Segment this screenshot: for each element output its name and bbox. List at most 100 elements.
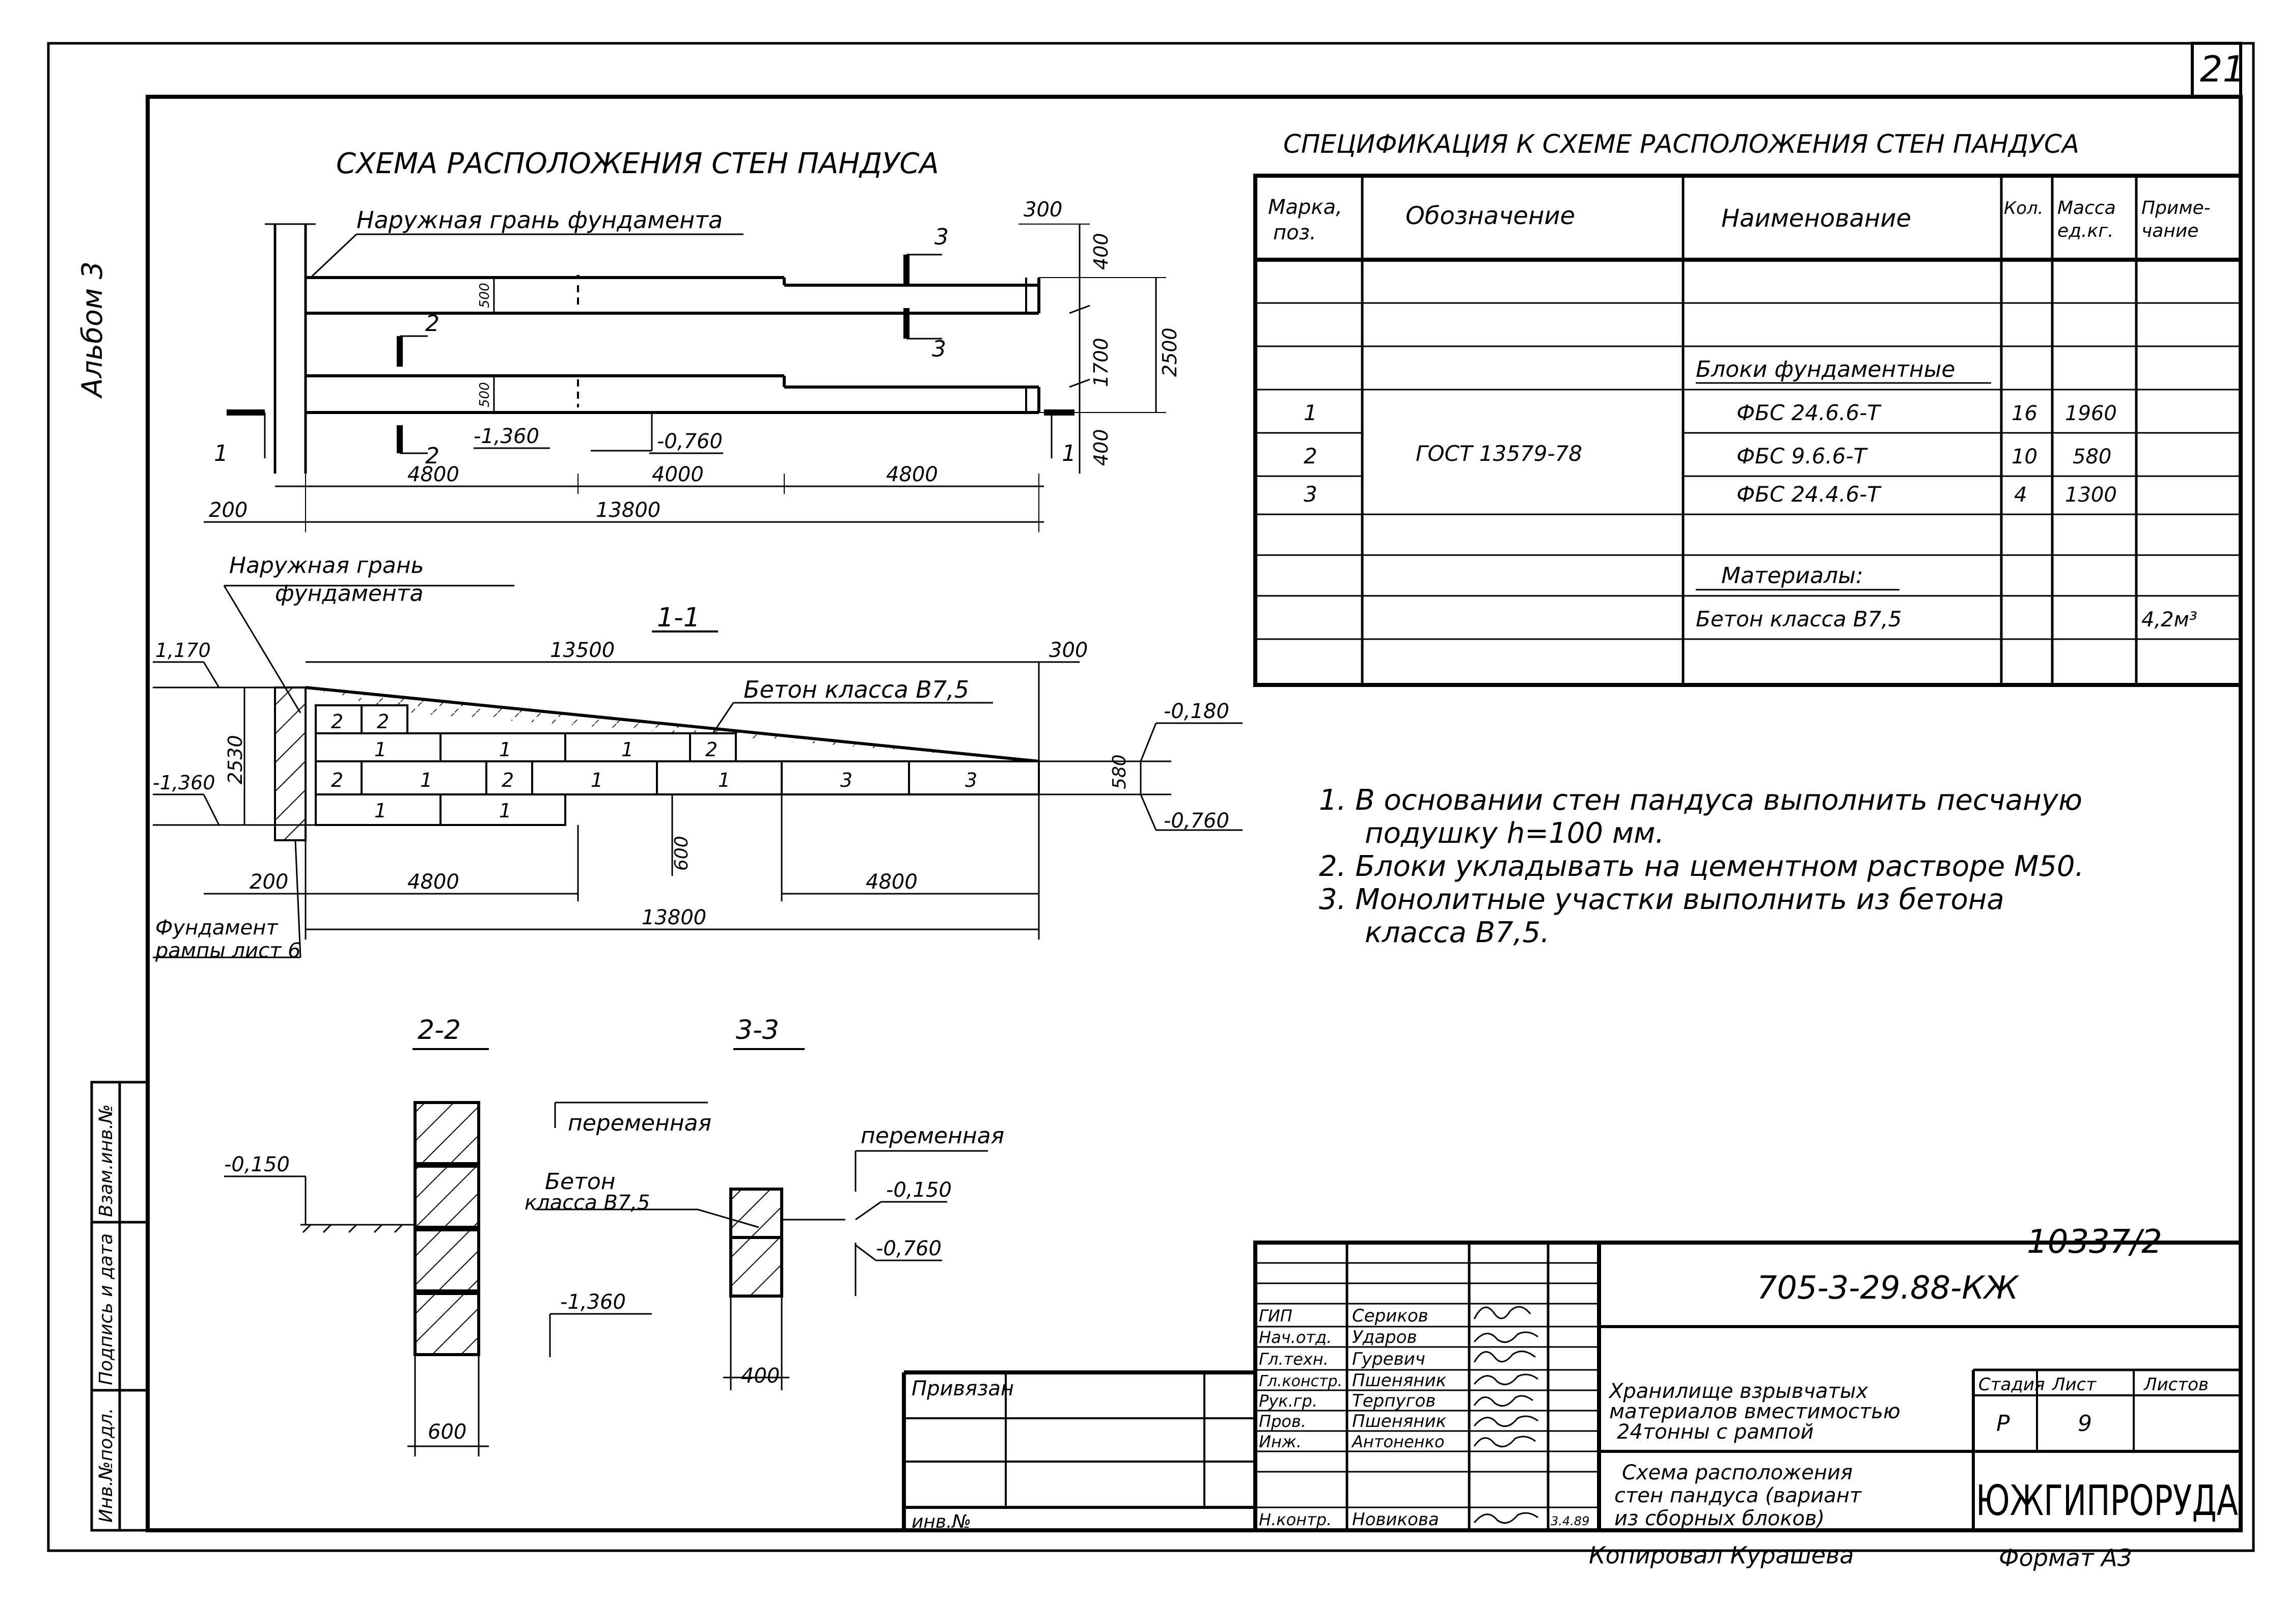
plan-level-1360: -1,360 xyxy=(474,425,539,448)
block-r2-2: 1 xyxy=(499,738,511,761)
note-line-4: 3. Монолитные участки выполнить из бетон… xyxy=(1319,883,2004,916)
plan-view xyxy=(204,223,1166,532)
spec-h-pos-1: Марка, xyxy=(1268,196,1342,219)
stamp-name-7: Антоненко xyxy=(1351,1432,1444,1451)
stamp-inv-no: инв.№ xyxy=(912,1511,971,1532)
spec-row2-mass: 580 xyxy=(2073,445,2111,469)
section-1-1-level-1170: 1,170 xyxy=(155,639,211,662)
section-3-3-level-top: -0,150 xyxy=(886,1178,952,1202)
stamp-role-4: Гл.констр. xyxy=(1259,1372,1342,1390)
stamp-stage-header: Стадия xyxy=(1978,1374,2045,1395)
stamp-name-1: Сериков xyxy=(1352,1306,1428,1326)
plan-seg-1: 4800 xyxy=(407,463,459,486)
plan-title: СХЕМА РАСПОЛОЖЕНИЯ СТЕН ПАНДУСА xyxy=(336,147,939,180)
plan-dim-2500: 2500 xyxy=(1159,327,1181,377)
section-1-1-seg-1: 4800 xyxy=(407,870,459,894)
section-2-2-width: 600 xyxy=(428,1420,466,1444)
block-r3-7: 3 xyxy=(965,769,977,791)
plan-cut-1-right: 1 xyxy=(1062,441,1076,466)
foundation-label-2: рампы лист 6 xyxy=(155,939,301,962)
section-1-1-level-0180: -0,180 xyxy=(1164,700,1229,723)
spec-row1-mass: 1960 xyxy=(2065,402,2117,425)
section-3-3-width: 400 xyxy=(741,1364,780,1388)
stamp-lists-header: Листов xyxy=(2143,1374,2209,1395)
note-line-5: класса В7,5. xyxy=(1365,916,1550,949)
stamp-project-3: 24тонны с рампой xyxy=(1617,1420,1814,1444)
spec-row1-pos: 1 xyxy=(1304,400,1317,425)
stamp-org: ЮЖГИПРОРУДА xyxy=(1976,1477,2238,1525)
section-1-1-outer-face-2: фундамента xyxy=(275,581,423,607)
block-r3-1: 2 xyxy=(331,769,343,791)
spec-table xyxy=(1253,174,2243,687)
note-line-3: 2. Блоки укладывать на цементном раствор… xyxy=(1319,850,2084,883)
section-1-1-level-0760: -0,760 xyxy=(1164,809,1229,833)
stamp-list: 9 xyxy=(2078,1411,2092,1437)
section-1-1-dim-580: 580 xyxy=(1109,754,1130,789)
plan-dim-500b: 500 xyxy=(477,382,492,407)
spec-concrete-note: 4,2м³ xyxy=(2141,608,2197,631)
spec-h-note-1: Приме- xyxy=(2141,198,2211,218)
album-label: Альбом 3 xyxy=(76,261,108,399)
title-block xyxy=(902,1241,2243,1532)
stamp-date: 3.4.89 xyxy=(1551,1514,1589,1528)
section-2-2 xyxy=(224,1048,708,1456)
stamp-role-1: ГИП xyxy=(1259,1306,1292,1326)
plan-dim-1700: 1700 xyxy=(1090,338,1112,387)
spec-h-qty: Кол. xyxy=(2004,198,2043,218)
stamp-role-6: Пров. xyxy=(1259,1412,1306,1431)
spec-row2-qty: 10 xyxy=(2012,445,2037,469)
section-2-2-level-bottom: -1,360 xyxy=(560,1290,626,1314)
plan-level-0760: -0,760 xyxy=(657,430,723,453)
stamp-name-8: Новикова xyxy=(1352,1509,1439,1530)
plan-outer-face-label: Наружная грань фундамента xyxy=(356,206,723,234)
stamp-project-1: Хранилище взрывчатых xyxy=(1608,1380,1868,1403)
spec-h-name: Наименование xyxy=(1721,204,1911,233)
spec-gost: ГОСТ 13579-78 xyxy=(1416,441,1582,466)
spec-title: СПЕЦИФИКАЦИЯ К СХЕМЕ РАСПОЛОЖЕНИЯ СТЕН П… xyxy=(1283,129,2079,159)
stamp-name-3: Гуревич xyxy=(1352,1349,1425,1369)
section-1-1-offset: 200 xyxy=(250,870,288,894)
spec-h-note-2: чание xyxy=(2141,221,2198,241)
plan-offset: 200 xyxy=(209,499,247,522)
block-r4-2: 1 xyxy=(499,800,511,822)
spec-row2-pos: 2 xyxy=(1304,444,1317,469)
spec-h-pos-2: поз. xyxy=(1273,221,1316,244)
section-1-1 xyxy=(153,585,1243,958)
block-r3-4: 1 xyxy=(591,769,603,791)
plan-dim-400a: 400 xyxy=(1090,233,1112,270)
strip-sign-label: Подпись и дата xyxy=(96,1233,117,1385)
stamp-role-5: Рук.гр. xyxy=(1259,1391,1317,1411)
plan-dim-300: 300 xyxy=(1024,198,1062,222)
spec-group-blocks: Блоки фундаментные xyxy=(1696,356,1955,382)
section-1-1-concrete: Бетон класса В7,5 xyxy=(743,676,969,703)
note-line-1: 1. В основании стен пандуса выполнить пе… xyxy=(1319,784,2082,817)
stamp-project-2: материалов вместимостью xyxy=(1609,1400,1901,1423)
corner-sheet-number: 21 xyxy=(2200,48,2245,90)
block-r2-1: 1 xyxy=(374,738,387,761)
plan-cut-3-top: 3 xyxy=(934,224,949,250)
copied-by: Копировал Курашева xyxy=(1589,1542,1854,1569)
stamp-privyazan: Привязан xyxy=(912,1377,1014,1400)
stamp-sheet-2: стен пандуса (вариант xyxy=(1614,1484,1862,1507)
strip-vzam-label: Взам.инв.№ xyxy=(96,1104,117,1217)
spec-row3-mass: 1300 xyxy=(2065,483,2117,507)
spec-concrete: Бетон класса В7,5 xyxy=(1696,607,1902,631)
section-1-1-total: 13800 xyxy=(642,906,706,929)
spec-row3-qty: 4 xyxy=(2014,483,2027,507)
block-r2-4: 2 xyxy=(705,738,718,761)
section-3-3-concrete-2: класса В7,5 xyxy=(525,1191,650,1215)
spec-group-materials: Материалы: xyxy=(1721,563,1863,589)
plan-seg-3: 4800 xyxy=(886,463,938,486)
plan-dim-500a: 500 xyxy=(477,283,492,308)
spec-row1-name: ФБС 24.6.6-Т xyxy=(1737,400,1882,425)
plan-dim-400b: 400 xyxy=(1090,429,1112,466)
section-1-1-dim-2530: 2530 xyxy=(224,735,246,784)
stamp-sheet-3: из сборных блоков) xyxy=(1614,1507,1825,1530)
section-1-1-title: 1-1 xyxy=(657,602,700,633)
plan-cut-1-left: 1 xyxy=(214,441,228,466)
foundation-label-1: Фундамент xyxy=(155,916,279,940)
signatures xyxy=(1473,1306,1538,1524)
plan-cut-2-bottom: 2 xyxy=(425,443,439,469)
sheet-frame xyxy=(47,42,2255,1552)
